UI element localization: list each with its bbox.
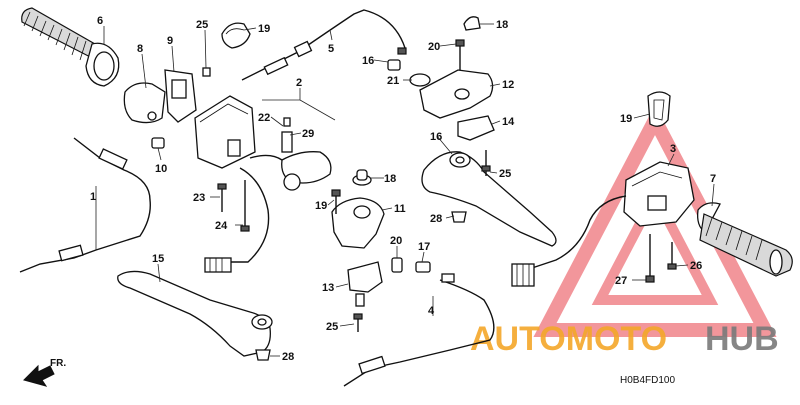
drawing-code: H0B4FD100 xyxy=(620,375,675,386)
callout-20-mid: 20 xyxy=(390,235,402,247)
right-grip xyxy=(697,202,793,277)
callout-21-top: 19 xyxy=(258,23,270,35)
left-perch xyxy=(331,169,385,332)
callout-25-right: 25 xyxy=(499,168,511,180)
callout-2: 2 xyxy=(296,77,302,89)
callout-25-bottom: 25 xyxy=(326,321,338,333)
callout-12: 12 xyxy=(502,79,514,91)
left-switch-housing xyxy=(123,67,211,149)
front-direction-indicator: FR. xyxy=(23,358,66,387)
arrow-left-icon xyxy=(23,364,55,387)
callout-22: 22 xyxy=(258,112,270,124)
callout-28-bottom: 28 xyxy=(282,351,294,363)
right-lever xyxy=(421,150,557,247)
callout-14: 14 xyxy=(502,116,515,128)
callout-19-mid: 19 xyxy=(315,200,327,212)
left-lever xyxy=(117,270,273,361)
callout-17-top: 16 xyxy=(362,55,374,67)
callout-29: 29 xyxy=(302,128,314,140)
callout-11: 11 xyxy=(394,203,406,215)
front-direction-label: FR. xyxy=(50,358,66,369)
clamp-left xyxy=(221,22,251,49)
cable-upper xyxy=(241,9,407,81)
callout-1: 1 xyxy=(90,191,96,203)
callout-15: 15 xyxy=(152,253,164,265)
callout-16: 16 xyxy=(430,131,442,143)
watermark-text-orange: AUTOMOTO xyxy=(470,320,667,358)
switch-assembly xyxy=(194,95,332,273)
callout-4: 4 xyxy=(428,305,435,317)
callout-labels: 6 8 9 10 25 19 2 5 22 29 1 23 24 16 21 2… xyxy=(90,15,716,363)
right-perch xyxy=(419,16,495,141)
callout-10: 10 xyxy=(155,163,167,175)
callout-18-mid: 18 xyxy=(384,173,396,185)
callout-27: 27 xyxy=(615,275,627,287)
callout-8: 8 xyxy=(137,43,143,55)
leader-lines xyxy=(95,23,715,357)
callout-13: 13 xyxy=(322,282,334,294)
clamp-right xyxy=(647,91,671,127)
left-grip xyxy=(21,7,120,87)
callout-6: 6 xyxy=(97,15,103,27)
callout-28-right: 28 xyxy=(430,213,442,225)
callout-23: 23 xyxy=(193,192,205,204)
fittings-middle xyxy=(387,59,431,273)
callout-26: 26 xyxy=(690,260,702,272)
cable-lower xyxy=(343,273,495,387)
callout-7: 7 xyxy=(710,173,716,185)
screws-left xyxy=(217,180,250,232)
callout-9: 9 xyxy=(167,35,173,47)
callout-25-top: 25 xyxy=(196,19,208,31)
callout-19-top: 20 xyxy=(428,41,440,53)
callout-24: 24 xyxy=(215,220,228,232)
cable-left xyxy=(19,137,151,273)
callout-21-right: 19 xyxy=(620,113,632,125)
callout-17-mid: 17 xyxy=(418,241,430,253)
callout-20-top: 21 xyxy=(387,75,399,87)
callout-3: 3 xyxy=(670,143,676,155)
callout-5: 5 xyxy=(328,43,334,55)
watermark-triangle-icon xyxy=(533,104,777,337)
right-switch-housing xyxy=(511,161,695,287)
watermark-text-gray: HUB xyxy=(705,320,779,358)
callout-18-top: 18 xyxy=(496,19,508,31)
